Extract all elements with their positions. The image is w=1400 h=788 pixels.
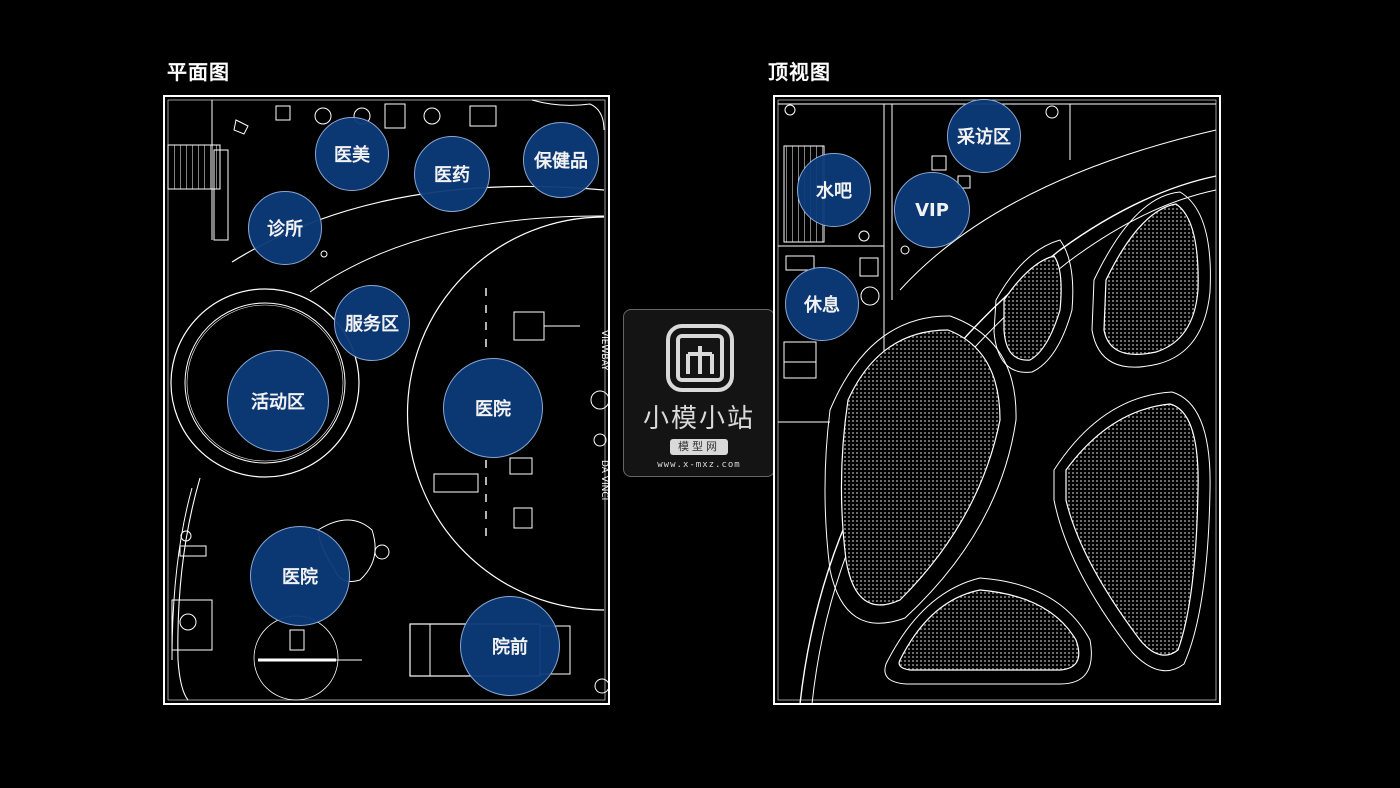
watermark: 小模小站 模型网 www.x-mxz.com <box>623 309 775 477</box>
right-zone-2: VIP <box>894 172 970 248</box>
right-zone-0: 采访区 <box>947 99 1021 173</box>
viewbay-label: VIEWBAY <box>599 330 609 371</box>
watermark-logo-icon <box>666 324 734 392</box>
left-zone-6: 医院 <box>443 358 543 458</box>
watermark-subtitle: 模型网 <box>670 439 728 455</box>
watermark-name: 小模小站 <box>642 404 755 434</box>
right-panel-title: 顶视图 <box>768 60 831 84</box>
da-vinci-label: DA VINCI <box>599 460 609 500</box>
left-zone-7: 医院 <box>250 526 350 626</box>
left-zone-3: 诊所 <box>248 191 322 265</box>
left-zone-1: 医药 <box>414 136 490 212</box>
left-zone-5: 活动区 <box>227 350 329 452</box>
left-zone-4: 服务区 <box>334 285 410 361</box>
left-zone-0: 医美 <box>315 117 389 191</box>
plant-ornaments <box>784 104 1059 242</box>
watermark-url: www.x-mxz.com <box>657 460 741 470</box>
left-zone-8: 院前 <box>460 596 560 696</box>
left-zone-2: 保健品 <box>523 122 599 198</box>
left-panel-title: 平面图 <box>167 60 230 84</box>
right-plan <box>773 95 1221 705</box>
right-zone-3: 休息 <box>785 267 859 341</box>
right-zone-1: 水吧 <box>797 153 871 227</box>
